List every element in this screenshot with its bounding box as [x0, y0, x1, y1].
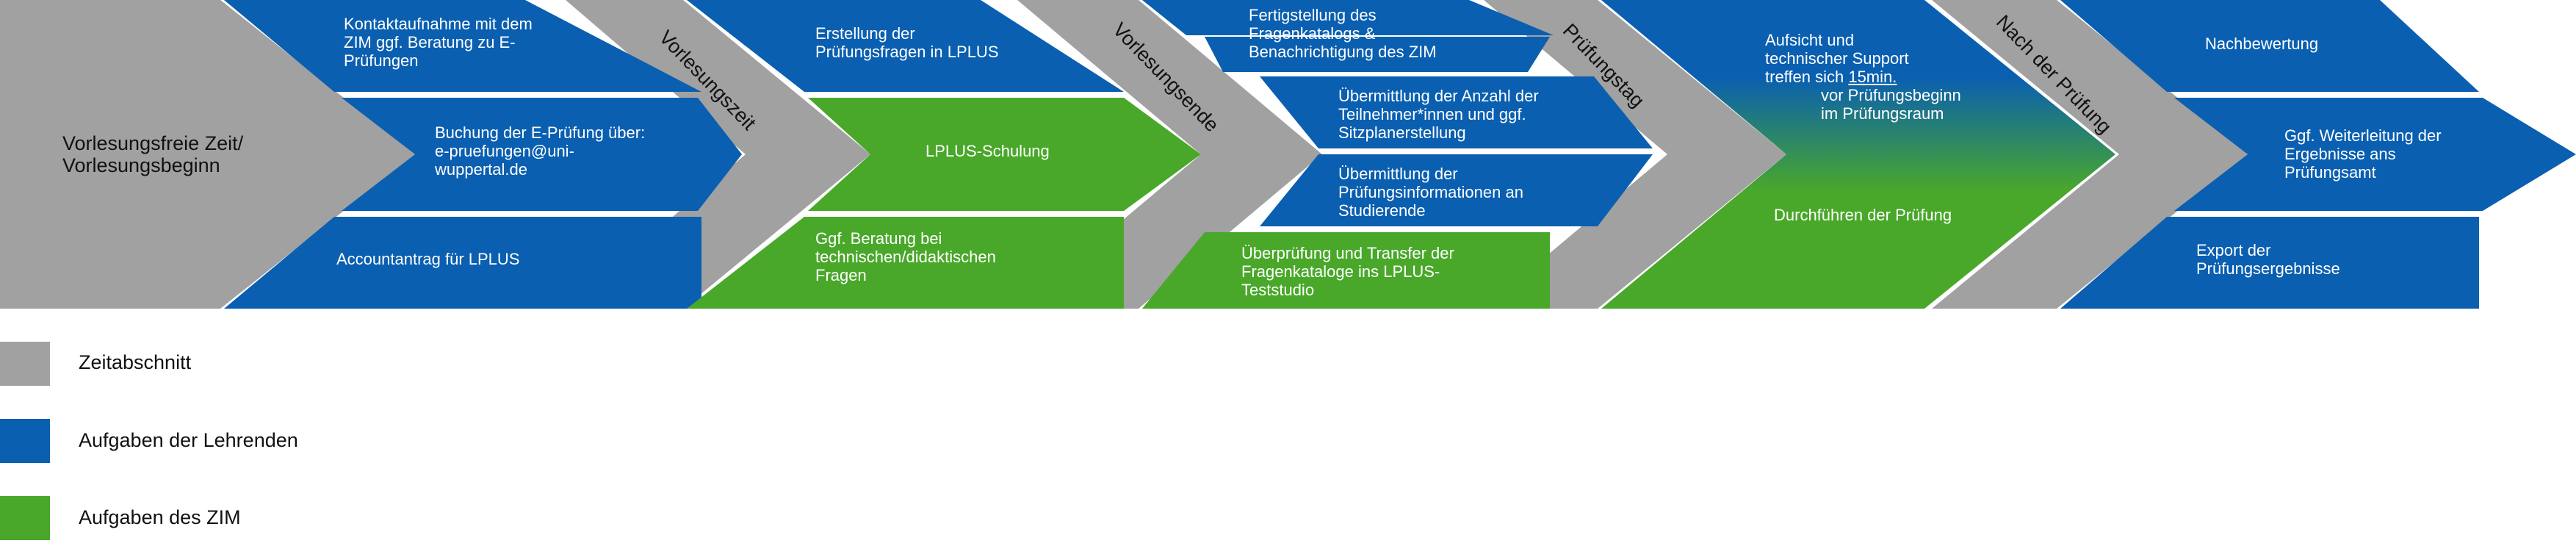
phase-chevron-2 [566, 0, 870, 309]
task-box-participants [1260, 76, 1653, 148]
task-box-questions [687, 0, 1124, 92]
task-student-info-text: Übermittlung der Prüfungsinformationen a… [1338, 165, 1523, 220]
support-line-2: technischer Support [1765, 49, 1909, 68]
task-participants-text: Übermittlung der Anzahl der Teilnehmer*i… [1338, 87, 1539, 142]
task-forwarding-text: Ggf. Weiterleitung der Ergebnisse ans Pr… [2284, 126, 2442, 182]
task-box-account [224, 217, 701, 309]
support-line-5: im Prüfungsraum [1821, 104, 1944, 123]
support-line-1: Aufsicht und [1765, 31, 1855, 49]
phase-label-1: Vorlesungsfreie Zeit/ Vorlesungsbeginn [62, 132, 244, 176]
support-line-3-pre: treffen sich [1765, 68, 1849, 86]
task-lplus-training-text: LPLUS-Schulung [926, 142, 1050, 160]
legend-swatch-green [0, 496, 50, 540]
task-account-text: Accountantrag für LPLUS [336, 250, 520, 268]
legend-label-green: Aufgaben des ZIM [79, 506, 241, 528]
task-export-text: Export der Prüfungsergebnisse [2196, 241, 2340, 278]
support-line-3-underlined: 15min. [1848, 68, 1897, 86]
task-exam-text: Durchführen der Prüfung [1774, 206, 1952, 224]
task-transfer-text: Überprüfung und Transfer der Fragenkatal… [1241, 244, 1454, 299]
task-box-transfer [1142, 232, 1550, 309]
task-catalog-text: Fertigstellung des Fragenkatalogs & Bena… [1249, 6, 1437, 61]
task-box-student-info [1260, 154, 1653, 226]
support-line-3: treffen sich 15min. [1765, 68, 1961, 86]
task-advice-text: Ggf. Beratung bei technischen/didaktisch… [815, 229, 996, 284]
task-box-lplus-training [808, 98, 1201, 211]
task-box-catalog-lower [1205, 37, 1550, 72]
task-questions-text: Erstellung der Prüfungsfragen in LPLUS [815, 24, 999, 61]
legend-swatch-gray [0, 342, 50, 386]
task-box-reassessment [2060, 0, 2479, 92]
task-box-forwarding [2174, 98, 2576, 211]
task-box-advice [687, 217, 1124, 309]
task-box-contact [224, 0, 701, 92]
task-box-booking [342, 98, 742, 211]
legend-label-blue: Aufgaben der Lehrenden [79, 429, 298, 451]
task-box-exam [1601, 0, 2115, 309]
task-reassessment-text: Nachbewertung [2205, 35, 2319, 53]
phase-chevron-1 [0, 0, 415, 309]
phase-chevron-4 [1484, 0, 1786, 309]
task-box-export [2060, 217, 2479, 309]
task-support-text: Aufsicht und technischer Support treffen… [1765, 31, 1961, 123]
phase-chevron-3 [1017, 0, 1322, 309]
task-contact-text: Kontaktaufnahme mit dem ZIM ggf. Beratun… [344, 15, 533, 70]
task-booking-text: Buchung der E-Prüfung über: e-pruefungen… [435, 123, 646, 179]
support-line-4: vor Prüfungsbeginn [1821, 86, 1961, 104]
legend-swatch-blue [0, 419, 50, 463]
task-box-catalog [1142, 0, 1554, 35]
phase-chevron-5 [1932, 0, 2248, 309]
legend-label-gray: Zeitabschnitt [79, 351, 192, 373]
